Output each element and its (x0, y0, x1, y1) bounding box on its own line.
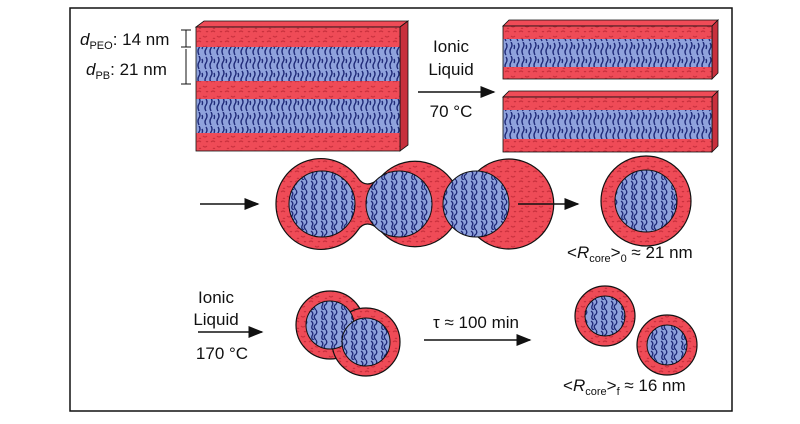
label-r-core-0: <Rcore>0 ≈ 21 nm (567, 243, 693, 265)
label-liquid-2: Liquid (193, 310, 239, 329)
pb-layer (196, 99, 400, 133)
figure-frame (69, 7, 733, 412)
label-r-core-f: <Rcore>f ≈ 16 nm (563, 376, 686, 398)
peo-layer (196, 81, 400, 99)
label-temp-1: 70 °C (429, 102, 473, 121)
label-d-pb: dPB: 21 nm (86, 60, 167, 82)
spherical-micelle-final-1 (574, 285, 636, 347)
label-d-peo: dPEO: 14 nm (80, 30, 170, 52)
label-ionic-2: Ionic (198, 288, 234, 307)
peo-layer (196, 133, 400, 151)
spherical-micelle-final-2 (636, 314, 698, 376)
label-tau: τ ≈ 100 min (433, 313, 519, 332)
spherical-micelle-initial (600, 155, 692, 247)
fused-micelle-chain (275, 158, 555, 250)
label-liquid-1: Liquid (428, 60, 474, 79)
lamellar-stack (194, 20, 410, 152)
label-ionic-1: Ionic (433, 37, 469, 56)
pb-layer (196, 47, 400, 81)
swollen-slab-top (502, 19, 719, 80)
swollen-slab-bottom (502, 90, 719, 153)
peo-layer (196, 27, 400, 47)
fusing-micelle-pair (295, 290, 401, 377)
dimension-brackets (181, 29, 191, 85)
label-temp-2: 170 °C (195, 344, 249, 363)
